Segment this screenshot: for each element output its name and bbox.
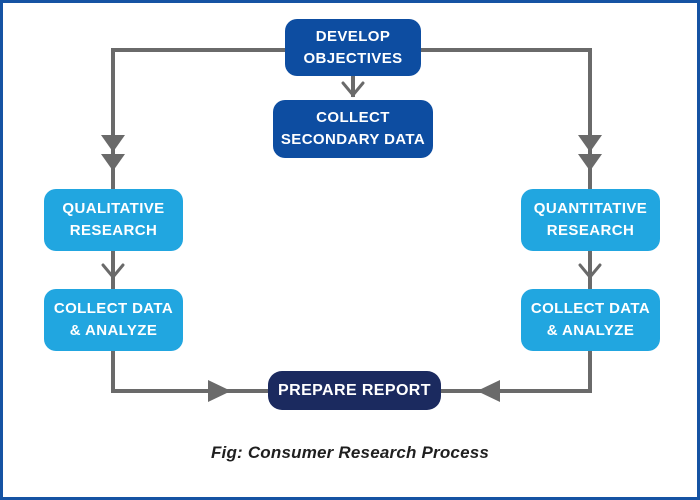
arrowhead-left: [477, 380, 500, 402]
node-collect-data-analyze-left[interactable]: COLLECT DATA & ANALYZE: [44, 289, 183, 351]
node-qualitative-research[interactable]: QUALITATIVE RESEARCH: [44, 189, 183, 251]
connector-right-mid: [578, 251, 602, 289]
connector-bottom-left: [111, 351, 268, 393]
arrowhead-right: [208, 380, 231, 402]
figure-caption: Fig: Consumer Research Process: [210, 443, 490, 462]
node-collect-data-analyze-right[interactable]: COLLECT DATA & ANALYZE: [521, 289, 660, 351]
connector-center-down: [341, 76, 365, 98]
node-collect-secondary-data[interactable]: COLLECT SECONDARY DATA: [273, 100, 433, 158]
node-prepare-report[interactable]: PREPARE REPORT: [268, 371, 441, 410]
flowchart-connectors: [101, 48, 602, 402]
connector-bottom-right: [441, 351, 592, 393]
arrowhead-double-left: [101, 135, 125, 171]
arrowhead-double-right: [578, 135, 602, 171]
node-develop-objectives[interactable]: DEVELOP OBJECTIVES: [285, 19, 421, 76]
connector-top-left: [111, 48, 285, 189]
connector-left-mid: [101, 251, 125, 289]
node-quantitative-research[interactable]: QUANTITATIVE RESEARCH: [521, 189, 660, 251]
connector-top-right: [421, 48, 592, 189]
